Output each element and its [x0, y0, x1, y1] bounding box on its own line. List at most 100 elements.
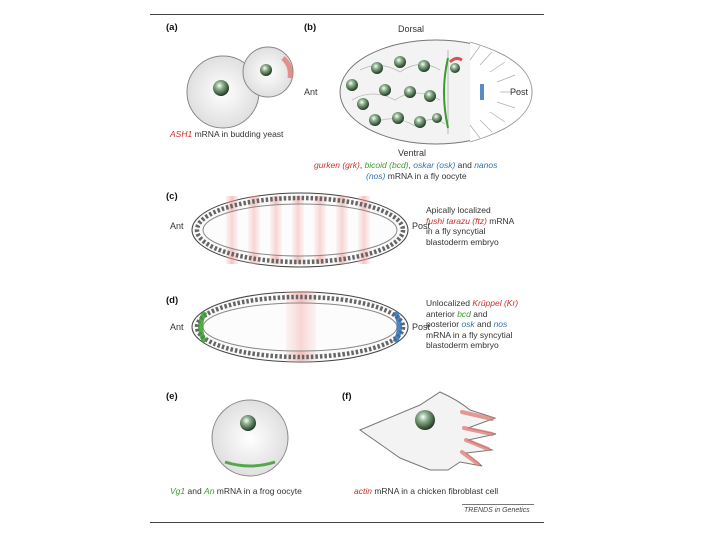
caption-d-line5: blastoderm embryo — [426, 340, 499, 350]
nurse-nucleus — [392, 112, 404, 124]
vg1-an-mrna-vegetal — [224, 460, 276, 468]
panel-d-embryo — [191, 291, 409, 363]
caption-d-pre: Unlocalized — [426, 298, 473, 308]
caption-d-line3: posterior osk and nos — [426, 319, 518, 330]
caption-f: actin mRNA in a chicken fibroblast cell — [354, 486, 498, 497]
caption-d: Unlocalized Krüppel (Kr) anterior bcd an… — [426, 298, 518, 351]
gene-ftz: fushi tarazu (ftz) — [426, 215, 487, 226]
ftz-stripe — [292, 196, 304, 264]
kr-band — [286, 292, 316, 362]
nurse-nucleus — [346, 79, 358, 91]
oocyte-nucleus — [450, 63, 460, 73]
follicle-cell-dividers — [469, 45, 520, 139]
gene-kr: Krüppel (Kr) — [472, 298, 519, 308]
gene-actin: actin — [354, 486, 372, 496]
caption-c-line4: blastoderm embryo — [426, 236, 499, 247]
label-post-c: Post — [412, 221, 431, 231]
nuclear-layer-inner-c — [202, 203, 398, 257]
caption-b-line2: (nos) mRNA in a fly oocyte — [366, 171, 467, 182]
nurse-nucleus — [418, 60, 430, 72]
panel-label-b: (b) — [304, 22, 317, 33]
nurse-nucleus — [404, 86, 416, 98]
ftz-stripe — [248, 196, 260, 264]
gene-an: An — [204, 486, 215, 496]
panel-f-fibroblast — [358, 391, 497, 471]
nurse-nucleus — [357, 98, 369, 110]
panel-c-embryo — [191, 192, 409, 268]
nurse-nucleus — [369, 114, 381, 126]
nurse-nucleus — [371, 62, 383, 74]
nurse-nucleus — [432, 113, 442, 123]
bcd-anterior-cap — [198, 310, 208, 344]
gene-osk: oskar (osk) — [413, 160, 456, 170]
sep: , — [408, 160, 414, 170]
ftz-stripe — [270, 196, 282, 264]
nurse-nucleus — [394, 56, 406, 68]
ftz-stripe — [314, 196, 326, 264]
frog-oocyte — [211, 399, 289, 477]
credit-rule — [462, 504, 534, 505]
bud-nucleus — [260, 64, 272, 76]
caption-d-and2: and — [474, 319, 494, 329]
caption-a: ASH1 mRNA in budding yeast — [170, 129, 283, 140]
ftz-stripe — [358, 196, 370, 264]
caption-d-line2: anterior bcd and — [426, 309, 518, 320]
caption-f-rest: mRNA in a chicken fibroblast cell — [371, 486, 499, 496]
ash1-mrna-crescent — [281, 56, 293, 79]
caption-c-line3: in a fly syncytial — [426, 226, 486, 236]
nurse-nucleus — [414, 116, 426, 128]
caption-b-line1: gurken (grk), bicoid (bcd), oskar (osk) … — [314, 160, 497, 171]
panel-b-oocyte — [339, 39, 533, 145]
label-ant-c: Ant — [170, 221, 184, 231]
osk-nos-posterior-cap — [392, 310, 402, 344]
label-post-d: Post — [412, 322, 431, 332]
grk-mrna-dorsal — [448, 56, 463, 64]
sep: , — [359, 160, 365, 170]
gene-nos: (nos) — [366, 171, 386, 181]
label-ant-b: Ant — [304, 87, 318, 97]
nuclear-layer-inner-d — [202, 302, 398, 352]
nurse-nucleus — [379, 84, 391, 96]
nurse-nucleus — [424, 90, 436, 102]
gene-grk: gurken (grk) — [314, 160, 360, 170]
gene-nanos: nanos — [474, 160, 498, 170]
ftz-stripe — [336, 196, 348, 264]
caption-c-line1: Apically localized — [426, 205, 491, 215]
panel-label-e: (e) — [166, 391, 178, 402]
caption-e: Vg1 and An mRNA in a frog oocyte — [170, 486, 302, 497]
label-post-b: Post — [510, 87, 529, 97]
caption-e-rest: mRNA in a frog oocyte — [214, 486, 302, 496]
caption-c: Apically localized fushi tarazu (ftz) mR… — [426, 205, 514, 247]
bcd-mrna-anterior — [443, 57, 449, 129]
panel-a-yeast — [186, 46, 294, 129]
caption-d-and: and — [470, 308, 488, 319]
label-dorsal: Dorsal — [398, 24, 425, 34]
panel-label-a: (a) — [166, 22, 178, 33]
panel-label-f: (f) — [342, 391, 352, 402]
gene-bcd: bicoid (bcd) — [364, 160, 409, 170]
ftz-stripe — [226, 196, 238, 264]
label-ventral: Ventral — [398, 148, 427, 158]
osk-nos-mrna-posterior — [480, 84, 484, 100]
gene-nos-d: nos — [493, 319, 508, 329]
panel-e-frog-oocyte — [211, 399, 289, 477]
bottom-rule — [150, 522, 544, 523]
caption-d-line1: Unlocalized Krüppel (Kr) — [426, 298, 518, 309]
mother-nucleus — [213, 80, 229, 96]
label-ant-d: Ant — [170, 322, 184, 332]
gene-bcd-d: bcd — [457, 308, 471, 319]
gene-vg1: Vg1 — [170, 486, 186, 496]
conj: and — [455, 160, 475, 170]
gene-ash1: ASH1 — [170, 129, 193, 139]
caption-a-rest: mRNA in budding yeast — [192, 129, 284, 139]
nuclear-layer-outer-d — [194, 294, 406, 360]
caption-e-and: and — [185, 486, 205, 496]
caption-b-rest: mRNA in a fly oocyte — [385, 171, 467, 181]
caption-c-line2-rest: mRNA — [486, 215, 515, 226]
actin-mrna-lamellipodia — [460, 410, 494, 466]
caption-d-anterior: anterior — [426, 308, 458, 319]
germinal-vesicle — [240, 415, 256, 431]
gene-osk-d: osk — [461, 319, 475, 329]
